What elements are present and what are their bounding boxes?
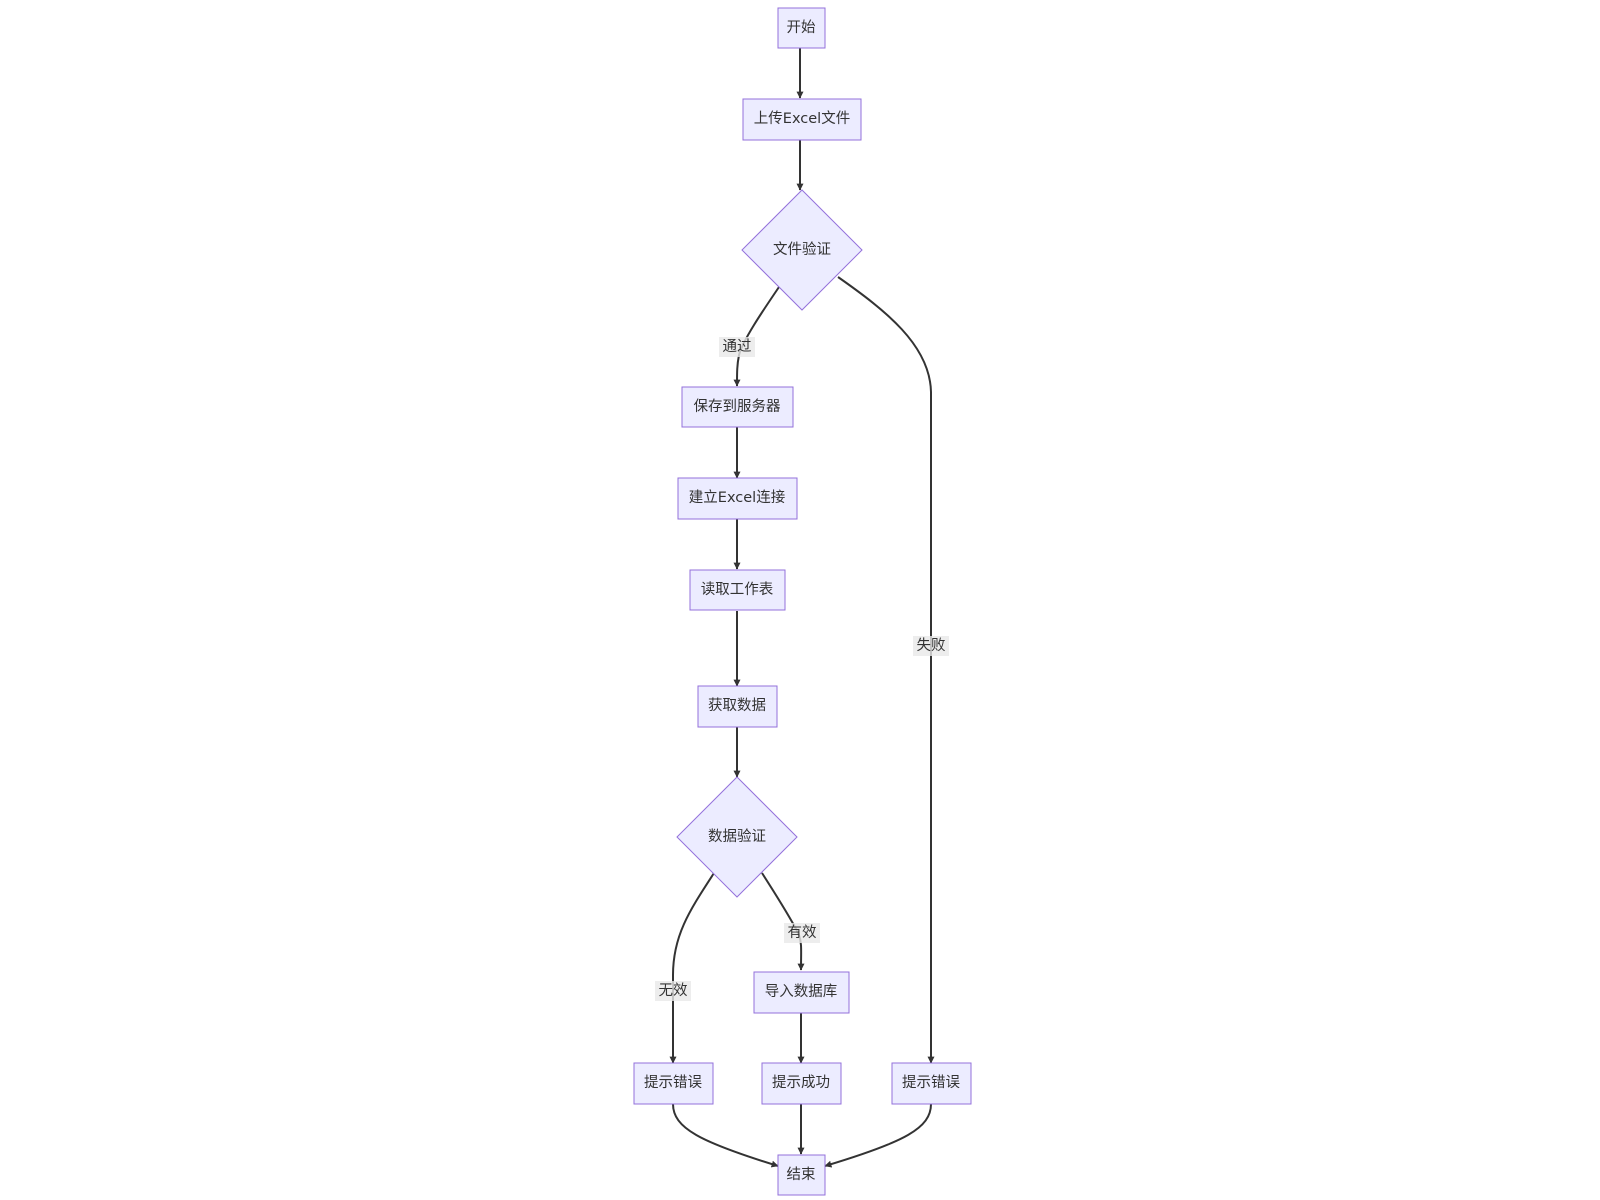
node-start: 开始 xyxy=(777,7,826,49)
edge-labels: 通过 失败 有效 无效 xyxy=(655,337,949,1001)
node-read-sheet-label: 读取工作表 xyxy=(701,581,774,598)
node-read-sheet: 读取工作表 xyxy=(689,569,786,611)
node-end: 结束 xyxy=(777,1154,826,1196)
edges xyxy=(669,48,935,1168)
edge-label-invalid-text: 无效 xyxy=(659,982,688,999)
node-error-file: 提示错误 xyxy=(891,1062,972,1105)
edge-label-invalid: 无效 xyxy=(655,981,691,1001)
edge-error-invalid-to-end xyxy=(672,1103,779,1168)
node-error-invalid: 提示错误 xyxy=(633,1062,714,1105)
node-error-file-label: 提示错误 xyxy=(902,1074,960,1091)
node-data-check: 数据验证 xyxy=(676,776,798,898)
node-get-data-label: 获取数据 xyxy=(708,697,766,714)
node-error-invalid-label: 提示错误 xyxy=(644,1074,702,1091)
node-success: 提示成功 xyxy=(761,1062,842,1105)
node-save-label: 保存到服务器 xyxy=(694,398,781,415)
node-success-label: 提示成功 xyxy=(772,1074,830,1091)
edge-error-file-to-end xyxy=(824,1103,932,1168)
node-import-db-label: 导入数据库 xyxy=(765,983,838,1000)
edge-data-check-to-import xyxy=(761,872,805,971)
edge-label-valid: 有效 xyxy=(784,923,820,943)
edge-label-fail-text: 失败 xyxy=(917,637,946,654)
node-data-check-label: 数据验证 xyxy=(708,828,766,845)
node-file-check-label: 文件验证 xyxy=(773,241,831,258)
node-connect: 建立Excel连接 xyxy=(677,477,798,520)
node-upload: 上传Excel文件 xyxy=(742,98,862,141)
node-upload-label: 上传Excel文件 xyxy=(754,110,850,127)
node-file-check: 文件验证 xyxy=(741,189,863,311)
node-import-db: 导入数据库 xyxy=(753,971,850,1014)
node-connect-label: 建立Excel连接 xyxy=(689,489,785,506)
node-end-label: 结束 xyxy=(787,1166,816,1183)
edge-label-pass-text: 通过 xyxy=(723,338,752,355)
nodes: 开始 上传Excel文件 文件验证 保存到服务器 建立Excel连接 读取工作表… xyxy=(633,7,972,1196)
edge-label-valid-text: 有效 xyxy=(788,924,817,941)
edge-label-fail: 失败 xyxy=(913,636,949,656)
node-save: 保存到服务器 xyxy=(681,386,794,428)
edge-file-check-to-save xyxy=(733,286,780,387)
node-start-label: 开始 xyxy=(787,19,816,36)
node-get-data: 获取数据 xyxy=(697,685,778,728)
edge-data-check-to-error-invalid xyxy=(669,872,715,1064)
edge-file-check-to-error-file xyxy=(837,276,935,1064)
edge-label-pass: 通过 xyxy=(719,337,755,357)
